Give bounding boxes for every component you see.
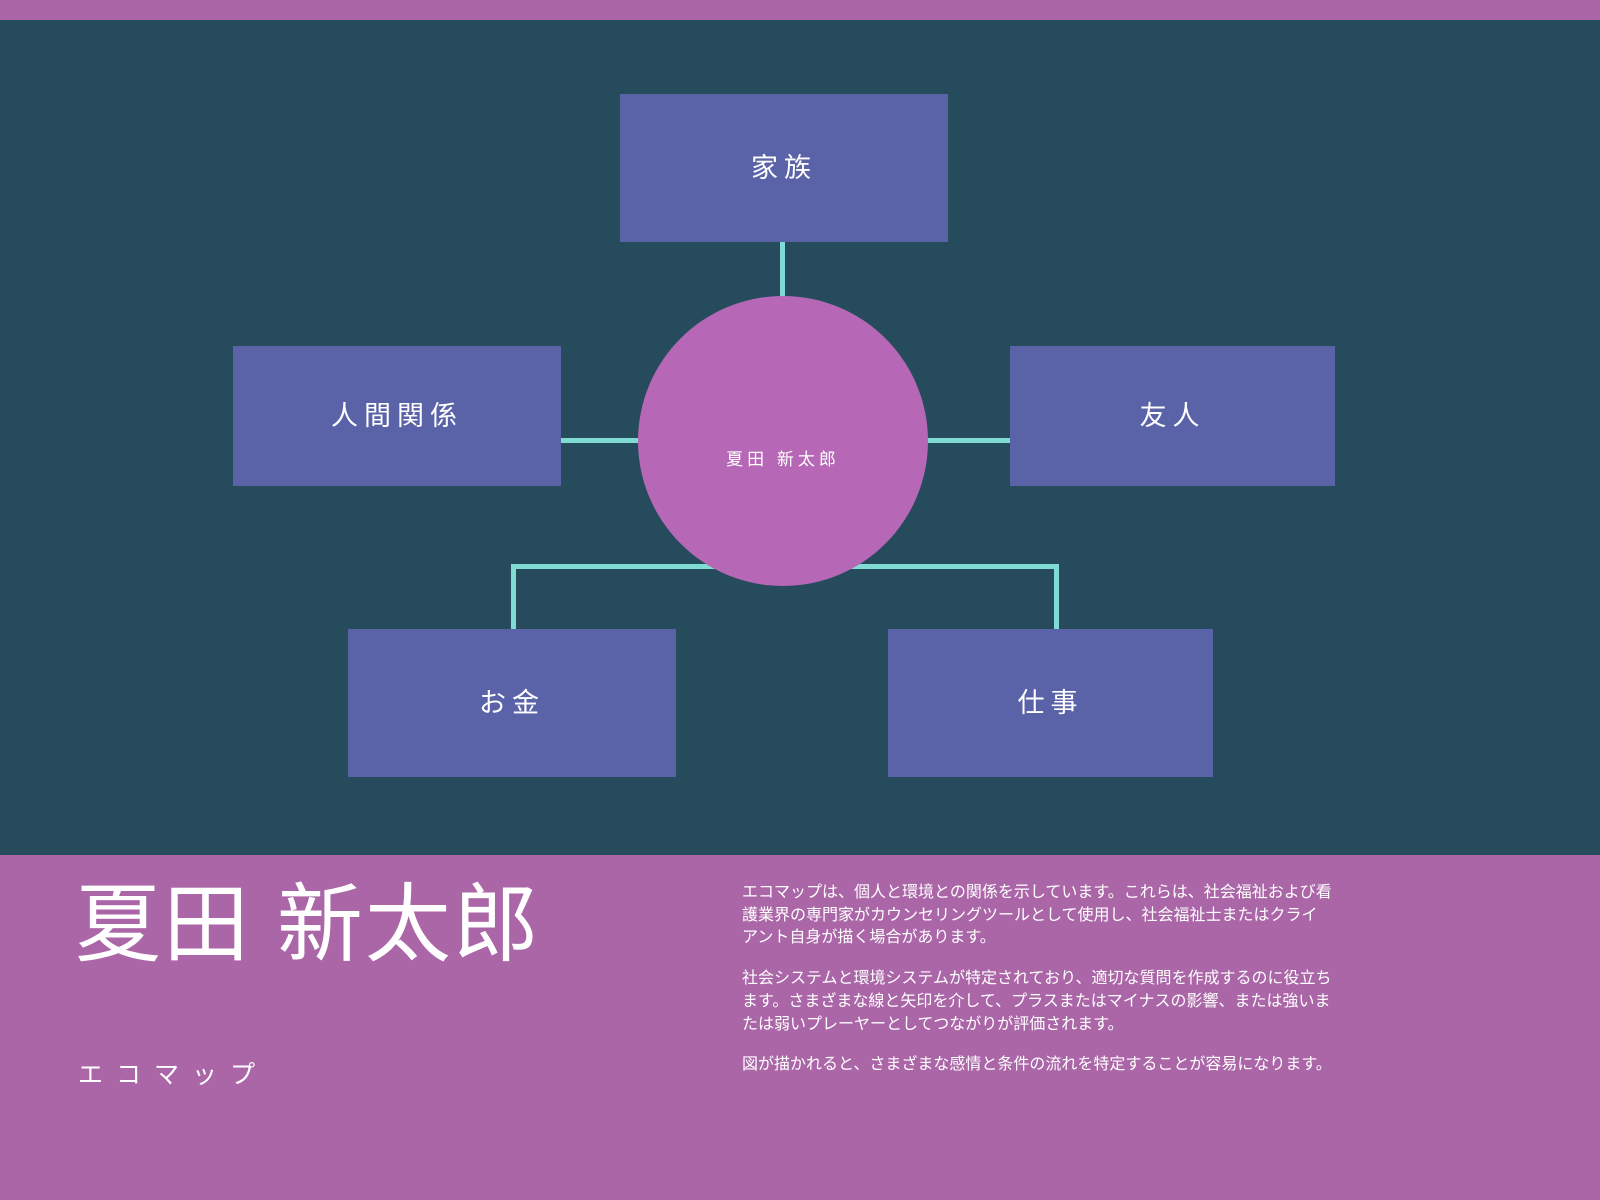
description-paragraph-3: 図が描かれると、さまざまな感情と条件の流れを特定することが容易になります。 xyxy=(742,1056,1332,1074)
node-relations-label: 人間関係 xyxy=(331,400,463,431)
node-money[interactable]: お金 xyxy=(348,629,676,777)
info-left-column: 夏田 新太郎 エコマップ xyxy=(75,877,695,1089)
node-money-label: お金 xyxy=(479,687,545,718)
page-title: 夏田 新太郎 xyxy=(75,877,541,973)
node-friends-label: 友人 xyxy=(1139,400,1206,431)
description-paragraph-1: エコマップは、個人と環境との関係を示しています。これらは、社会福祉および看護業界… xyxy=(742,884,1332,947)
ecomap-diagram: 家族 人間関係 友人 お金 仕事 夏田 新太郎 xyxy=(0,20,1600,855)
center-node-label: 夏田 新太郎 xyxy=(726,449,840,469)
connector-center-to-friends xyxy=(924,438,1013,443)
page-subtitle: エコマップ xyxy=(78,1061,269,1089)
node-friends[interactable]: 友人 xyxy=(1010,346,1335,486)
info-right-column: エコマップは、個人と環境との関係を示しています。これらは、社会福祉および看護業界… xyxy=(742,882,1332,1077)
top-accent-strip xyxy=(0,0,1600,20)
node-work-label: 仕事 xyxy=(1017,687,1084,718)
node-work[interactable]: 仕事 xyxy=(888,629,1213,777)
center-node-circle[interactable]: 夏田 新太郎 xyxy=(638,296,928,586)
connector-center-to-family xyxy=(780,242,785,320)
connector-center-to-relations xyxy=(561,438,643,443)
node-family-label: 家族 xyxy=(751,152,817,183)
info-panel: 夏田 新太郎 エコマップ エコマップは、個人と環境との関係を示しています。これら… xyxy=(0,855,1600,1200)
node-relations[interactable]: 人間関係 xyxy=(233,346,561,486)
connector-center-to-money xyxy=(511,564,516,634)
connector-center-to-work xyxy=(1054,564,1059,634)
description-paragraph-2: 社会システムと環境システムが特定されており、適切な質問を作成するのに役立ちます。… xyxy=(742,970,1332,1033)
node-family[interactable]: 家族 xyxy=(620,94,948,242)
